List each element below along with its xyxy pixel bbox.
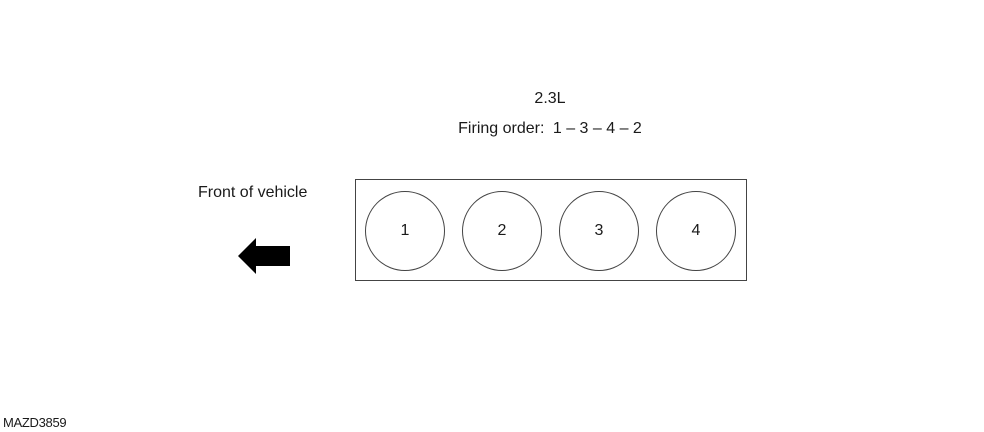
cylinder-4: 4 — [656, 191, 736, 271]
engine-block: 1 2 3 4 — [355, 179, 747, 281]
cylinder-1: 1 — [365, 191, 445, 271]
firing-order: Firing order: 1 – 3 – 4 – 2 — [300, 120, 800, 138]
firing-order-label: Firing order: — [458, 120, 545, 137]
cylinder-2: 2 — [462, 191, 542, 271]
front-of-vehicle-label: Front of vehicle — [198, 184, 308, 201]
left-arrow-icon — [238, 238, 290, 274]
cylinder-3: 3 — [559, 191, 639, 271]
reference-code: MAZD3859 — [3, 415, 67, 430]
engine-label: 2.3L — [534, 90, 566, 107]
firing-order-sequence: 1 – 3 – 4 – 2 — [552, 120, 642, 137]
